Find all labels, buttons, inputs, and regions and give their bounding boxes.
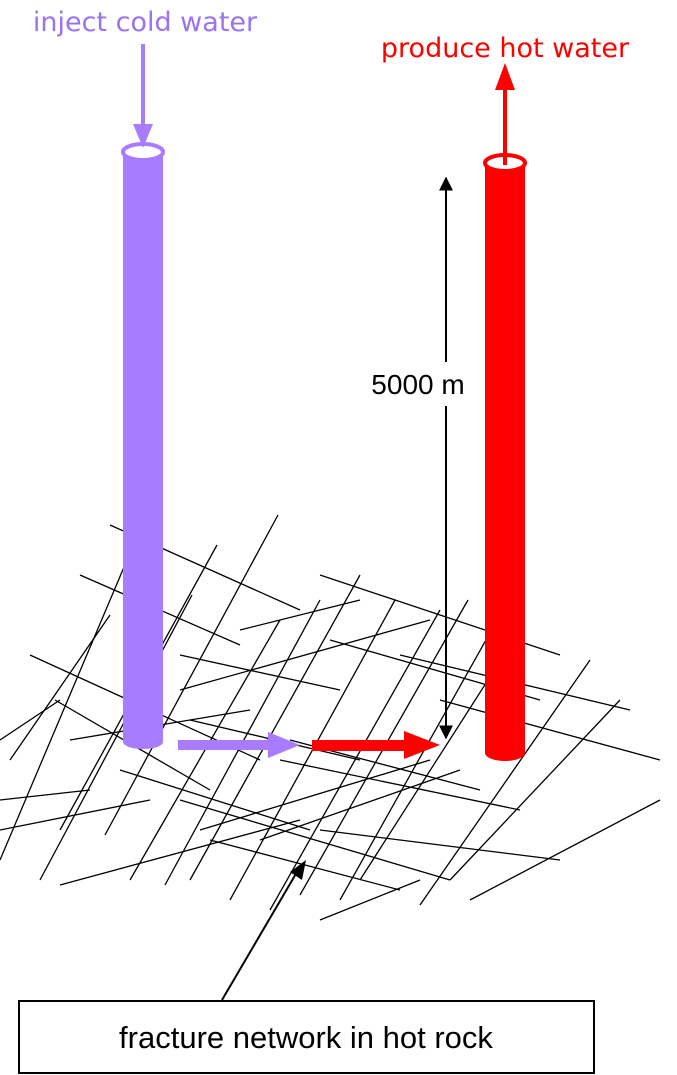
fracture-line	[419, 659, 591, 906]
inject-label: inject cold water	[33, 7, 258, 38]
inject-arrow	[133, 44, 153, 148]
fracture-line	[179, 619, 431, 691]
fracture-line	[0, 789, 91, 801]
fracture-line	[319, 829, 561, 861]
fracture-line	[269, 609, 441, 911]
fracture-line	[59, 819, 301, 886]
fracture-line	[189, 574, 361, 881]
fracture-line	[0, 699, 61, 741]
fracture-line	[199, 759, 431, 831]
fracture-line	[339, 614, 501, 901]
fracture-line	[259, 769, 461, 841]
fracture-line	[239, 599, 361, 631]
flow-arrow-cold	[178, 732, 300, 758]
fracture-network	[0, 514, 661, 921]
production-well	[483, 153, 527, 761]
fracture-label: fracture network in hot rock	[119, 1020, 493, 1055]
fracture-line	[119, 769, 311, 831]
produce-arrow	[495, 63, 515, 165]
fracture-line	[9, 614, 111, 761]
injection-well	[121, 142, 165, 749]
fracture-line	[449, 699, 621, 881]
fracture-line	[0, 799, 151, 831]
fracture-line	[319, 879, 421, 921]
fracture-pointer-arrow	[221, 860, 306, 1001]
fracture-line	[0, 559, 128, 861]
fracture-line	[439, 699, 661, 761]
fracture-line	[279, 759, 521, 811]
fracture-line	[179, 799, 451, 881]
produce-label: produce hot water	[381, 33, 630, 64]
depth-label: 5000 m	[371, 369, 464, 400]
fracture-line	[469, 799, 661, 901]
flow-arrow-hot	[312, 731, 440, 759]
depth-dimension-arrow	[358, 176, 478, 740]
fracture-line	[39, 594, 193, 881]
fracture-line	[179, 654, 341, 691]
fracture-label-box	[18, 1000, 595, 1074]
fracture-line	[104, 514, 279, 836]
